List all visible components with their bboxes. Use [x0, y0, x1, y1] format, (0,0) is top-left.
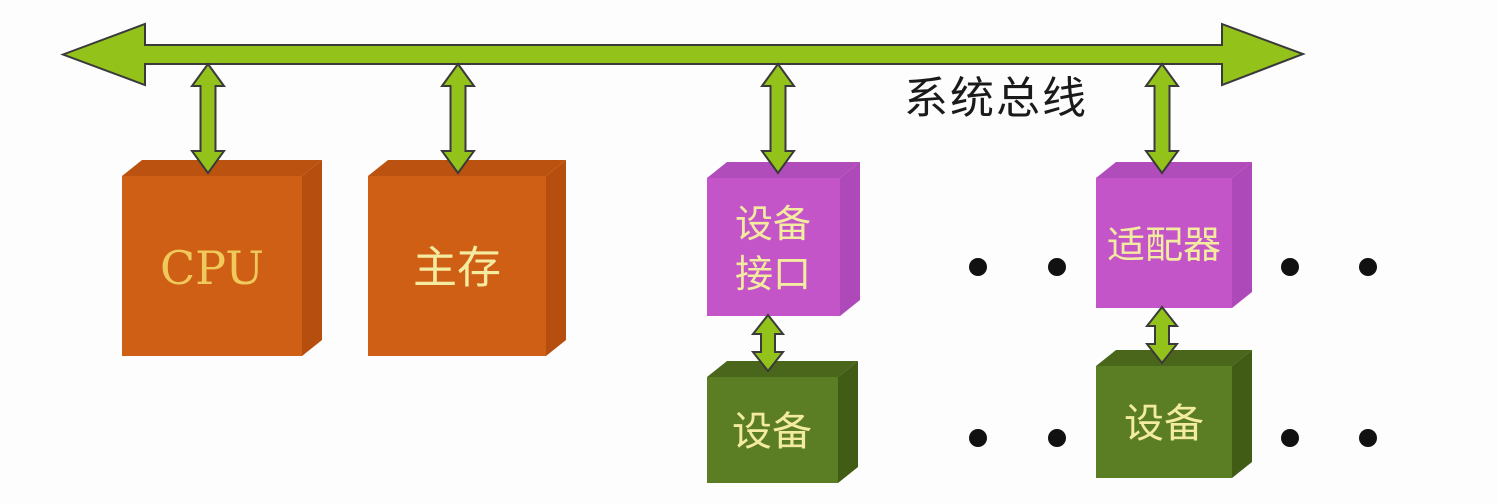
ellipsis-dot	[1281, 429, 1299, 447]
cpu-box: CPU	[122, 160, 322, 356]
main-memory-label: 主存	[413, 243, 501, 294]
cpu-box-top-face	[122, 160, 322, 176]
cpu-label: CPU	[160, 241, 264, 295]
main-memory-box-top-face	[368, 160, 566, 176]
device-box-left: 设备	[707, 361, 858, 483]
ellipsis-dot	[969, 258, 987, 276]
interface-bus-link-arrow	[760, 62, 796, 175]
cpu-box-side-face	[302, 160, 322, 356]
device-left-label: 设备	[732, 409, 812, 455]
ellipsis-dot	[969, 429, 987, 447]
device-box-left-side-face	[838, 361, 858, 483]
device-interface-label-line1: 设备	[735, 202, 811, 246]
device-interface-box-side-face	[840, 162, 860, 316]
ellipsis-dot	[1359, 429, 1377, 447]
ellipsis-dot	[1359, 258, 1377, 276]
system-bus-label: 系统总线	[904, 73, 1088, 124]
device-interface-label-line2: 接口	[735, 252, 811, 296]
adapter-bus-link-arrow-icon	[1144, 62, 1180, 175]
device-right-label: 设备	[1124, 401, 1204, 447]
device-interface-box: 设备 接口	[707, 162, 860, 316]
device-box-right: 设备	[1096, 350, 1252, 478]
ellipsis-dot	[1048, 429, 1066, 447]
memory-bus-link-arrow-icon	[440, 62, 476, 175]
memory-bus-link-arrow	[440, 62, 476, 175]
device-box-right-top-face	[1096, 350, 1252, 366]
system-bus-arrow-shape	[60, 22, 1306, 87]
cpu-bus-link-arrow-icon	[190, 62, 226, 175]
interface-device-link-arrow-icon	[750, 313, 786, 373]
interface-bus-link-arrow-icon	[760, 62, 796, 175]
ellipsis-dot	[1048, 258, 1066, 276]
device-interface-box-front-face	[707, 178, 840, 316]
device-box-left-top-face	[707, 361, 858, 377]
main-memory-box: 主存	[368, 160, 566, 356]
adapter-label: 适配器	[1107, 223, 1221, 267]
device-box-left-front-face	[707, 377, 838, 483]
device-box-right-side-face	[1232, 350, 1252, 478]
adapter-box: 适配器	[1096, 162, 1252, 308]
adapter-bus-link-arrow	[1144, 62, 1180, 175]
adapter-box-front-face	[1096, 178, 1232, 308]
adapter-device-link-arrow-icon	[1144, 305, 1180, 365]
main-memory-box-front-face	[368, 176, 546, 356]
cpu-bus-link-arrow	[190, 62, 226, 175]
cpu-box-front-face	[122, 176, 302, 356]
adapter-box-side-face	[1232, 162, 1252, 308]
adapter-device-link-arrow	[1144, 305, 1180, 365]
adapter-box-top-face	[1096, 162, 1252, 178]
interface-device-link-arrow	[750, 313, 786, 373]
device-interface-box-top-face	[707, 162, 860, 178]
ellipsis-dot	[1281, 258, 1299, 276]
device-box-right-front-face	[1096, 366, 1232, 478]
main-memory-box-side-face	[546, 160, 566, 356]
system-bus-arrow-icon	[60, 22, 1306, 87]
